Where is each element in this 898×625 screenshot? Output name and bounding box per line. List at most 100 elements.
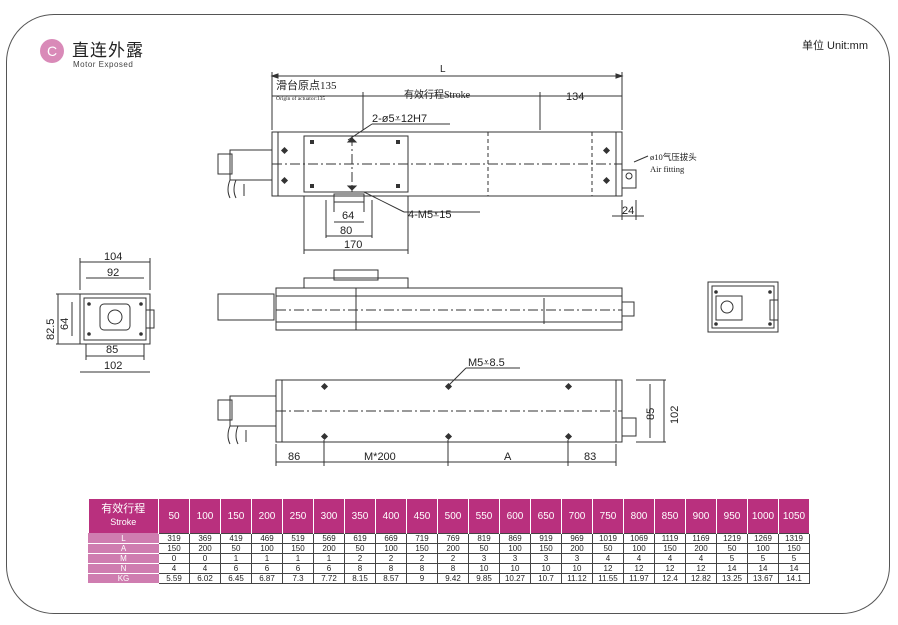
spec-cell: 12 xyxy=(685,563,717,574)
spec-cell: 419 xyxy=(220,533,252,544)
spec-cell: 1319 xyxy=(778,533,810,544)
row-header: L xyxy=(88,533,159,544)
stroke-col-header: 1000 xyxy=(747,499,779,534)
spec-cell: 4 xyxy=(189,563,221,574)
spec-cell: 100 xyxy=(251,543,283,554)
stroke-col-header: 550 xyxy=(468,499,500,534)
hole-callout-1: 2-ø5⩡12H7 xyxy=(372,113,427,125)
spec-cell: 769 xyxy=(437,533,469,544)
row-header: KG xyxy=(88,573,159,584)
stroke-col-header: 250 xyxy=(282,499,314,534)
spec-cell: 150 xyxy=(778,543,810,554)
end-view: 104 92 82.5 64 85 102 xyxy=(45,251,155,373)
stroke-col-header: 500 xyxy=(437,499,469,534)
spec-cell: 319 xyxy=(158,533,190,544)
spec-cell: 50 xyxy=(220,543,252,554)
spec-cell: 100 xyxy=(375,543,407,554)
dim-102-side: 102 xyxy=(669,406,681,424)
spec-cell: 1119 xyxy=(654,533,686,544)
spec-cell: 1069 xyxy=(623,533,655,544)
spec-cell: 200 xyxy=(189,543,221,554)
dim-102: 102 xyxy=(104,360,122,372)
spec-cell: 14.1 xyxy=(778,573,810,584)
spec-cell: 519 xyxy=(282,533,314,544)
hole-callout-2: 4-M5⩡15 xyxy=(408,209,452,221)
spec-cell: 3 xyxy=(561,553,593,564)
spec-cell: 5 xyxy=(747,553,779,564)
spec-cell: 1 xyxy=(282,553,314,564)
dim-134: 134 xyxy=(566,91,584,103)
spec-cell: 4 xyxy=(623,553,655,564)
spec-cell: 869 xyxy=(499,533,531,544)
spec-cell: 6 xyxy=(251,563,283,574)
spec-cell: 12 xyxy=(592,563,624,574)
spec-cell: 12 xyxy=(654,563,686,574)
spec-cell: 8 xyxy=(406,563,438,574)
spec-cell: 200 xyxy=(313,543,345,554)
spec-cell: 200 xyxy=(561,543,593,554)
spec-cell: 3 xyxy=(499,553,531,564)
spec-cell: 1169 xyxy=(685,533,717,544)
spec-cell: 150 xyxy=(530,543,562,554)
origin-en-label: Origin of actuator:135 xyxy=(276,95,325,102)
spec-cell: 1269 xyxy=(747,533,779,544)
row-header: N xyxy=(88,563,159,574)
stroke-col-header: 850 xyxy=(654,499,686,534)
spec-cell: 200 xyxy=(685,543,717,554)
top-view: L 滑台原点135 Origin of actuator:135 有效行程Str… xyxy=(217,64,697,254)
spec-cell: 14 xyxy=(778,563,810,574)
spec-cell: 6 xyxy=(282,563,314,574)
spec-cell: 469 xyxy=(251,533,283,544)
spec-cell: 369 xyxy=(189,533,221,544)
dim-85-side: 85 xyxy=(645,408,657,420)
spec-cell: 819 xyxy=(468,533,500,544)
section-badge: C xyxy=(40,39,64,63)
spec-cell: 100 xyxy=(747,543,779,554)
dim-82-5: 82.5 xyxy=(45,319,57,340)
spec-cell: 11.12 xyxy=(561,573,593,584)
stroke-col-header: 800 xyxy=(623,499,655,534)
spec-cell: 9.42 xyxy=(437,573,469,584)
stroke-col-header: 100 xyxy=(189,499,221,534)
spec-cell: 969 xyxy=(561,533,593,544)
spec-cell: 2 xyxy=(437,553,469,564)
dim-80: 80 xyxy=(340,225,352,237)
air-fitting-cn: ø10气压拔头 xyxy=(650,152,697,162)
stroke-col-header: 350 xyxy=(344,499,376,534)
dim-64-end: 64 xyxy=(59,318,71,330)
spec-cell: 150 xyxy=(654,543,686,554)
spec-cell: 569 xyxy=(313,533,345,544)
stroke-col-header: 950 xyxy=(716,499,748,534)
spec-cell: 3 xyxy=(530,553,562,564)
stroke-col-header: 150 xyxy=(220,499,252,534)
spec-cell: 6.45 xyxy=(220,573,252,584)
spec-cell: 1 xyxy=(251,553,283,564)
spec-cell: 6 xyxy=(313,563,345,574)
dim-m200: M*200 xyxy=(364,451,396,463)
origin-cn-label: 滑台原点135 xyxy=(276,78,337,92)
dim-64: 64 xyxy=(342,210,354,222)
stroke-col-header: 50 xyxy=(158,499,190,534)
spec-cell: 919 xyxy=(530,533,562,544)
spec-cell: 719 xyxy=(406,533,438,544)
spec-cell: 12 xyxy=(623,563,655,574)
spec-cell: 10.27 xyxy=(499,573,531,584)
spec-cell: 100 xyxy=(499,543,531,554)
spec-cell: 11.97 xyxy=(623,573,655,584)
stroke-col-header: 600 xyxy=(499,499,531,534)
spec-cell: 3 xyxy=(468,553,500,564)
unit-label: 单位 Unit:mm xyxy=(802,40,868,52)
spec-cell: 5 xyxy=(716,553,748,564)
dim-L: L xyxy=(440,64,446,75)
spec-cell: 50 xyxy=(344,543,376,554)
bottom-view: M5⩡8.5 86 M*200 A 83 85 102 xyxy=(217,357,681,466)
spec-cell: 6.02 xyxy=(189,573,221,584)
spec-cell: 2 xyxy=(406,553,438,564)
stroke-label: 有效行程Stroke xyxy=(404,88,471,101)
spec-cell: 200 xyxy=(437,543,469,554)
